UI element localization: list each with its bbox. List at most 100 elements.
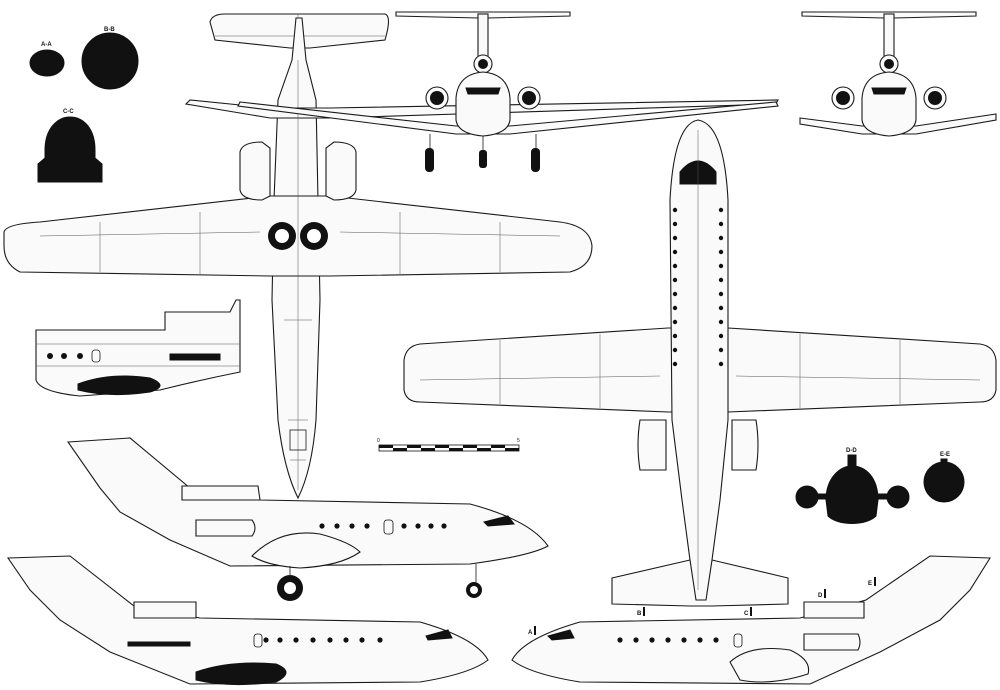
side-view-3-wing-root <box>729 647 810 683</box>
side-view-1-window <box>334 523 340 529</box>
side-view-2-window <box>343 637 349 643</box>
top-view-window <box>672 235 678 241</box>
side-view-3-side-engine <box>803 633 861 651</box>
top-view-window <box>672 361 678 367</box>
top-view-window <box>672 333 678 339</box>
side-view-3: A B C D E <box>511 555 991 685</box>
section-e-e-shape <box>923 461 965 503</box>
scale-bar-check <box>463 445 477 448</box>
scale-bar: 0 5 <box>377 438 520 452</box>
side-view-3-center-engine <box>803 601 865 619</box>
top-view-nacelle-left <box>637 419 667 471</box>
station-marker-d-tick <box>824 589 826 598</box>
top-view-window <box>718 305 724 311</box>
scale-bar-check <box>491 445 505 448</box>
side-view-3-windshield <box>547 629 575 641</box>
top-view-window <box>672 305 678 311</box>
top-view-window <box>718 333 724 339</box>
top-view-windows <box>672 207 724 367</box>
scale-bar-end: 5 <box>517 438 520 444</box>
top-view-window <box>718 361 724 367</box>
side-view-2-window <box>263 637 269 643</box>
plan-view-fuselage-detail <box>284 60 312 490</box>
section-a-a: A-A <box>29 42 65 77</box>
side-view-1-window <box>349 523 355 529</box>
scale-bar-check <box>477 448 491 451</box>
partial-side-window <box>61 353 67 359</box>
front-view-1-gear-right <box>531 148 540 172</box>
top-view-window <box>718 221 724 227</box>
top-view-window <box>718 319 724 325</box>
side-view-1 <box>66 437 549 601</box>
top-view-window <box>718 207 724 213</box>
side-view-2 <box>6 555 489 686</box>
front-view-2-windshield <box>871 87 907 95</box>
top-view-window <box>718 277 724 283</box>
front-view-2-fuselage <box>861 71 917 137</box>
section-c-c: C-C <box>37 109 103 183</box>
side-view-2-window <box>359 637 365 643</box>
partial-side-fuselage <box>35 299 241 397</box>
scale-bar-check <box>407 445 421 448</box>
scale-bar-checks <box>379 445 519 451</box>
side-view-3-window <box>665 637 671 643</box>
front-view-1 <box>237 11 779 172</box>
side-view-3-window <box>713 637 719 643</box>
front-view-2-intake-right <box>928 91 942 105</box>
section-a-a-shape <box>29 49 65 77</box>
top-view-window <box>672 291 678 297</box>
station-marker-b-tick <box>643 607 645 616</box>
side-view-2-strake <box>127 641 191 647</box>
station-marker-d: D <box>818 593 823 599</box>
partial-side-window <box>47 353 53 359</box>
side-view-1-side-engine <box>195 519 256 537</box>
front-view-1-center-intake <box>478 59 488 69</box>
side-view-3-window <box>681 637 687 643</box>
plan-view-nacelle-left <box>239 141 271 201</box>
side-view-1-gear-legs <box>289 564 477 582</box>
side-view-1-wing-root <box>251 532 361 569</box>
station-marker-e-tick <box>874 577 876 586</box>
section-c-c-shape <box>37 116 103 183</box>
side-view-1-window <box>428 523 434 529</box>
top-view-window <box>672 347 678 353</box>
plan-view-hub-left <box>275 229 289 243</box>
front-view-2-intake-left <box>836 91 850 105</box>
plan-view-nose-gear-bay <box>289 429 307 451</box>
side-view-3-window <box>617 637 623 643</box>
top-view-window <box>672 249 678 255</box>
front-view-2 <box>799 11 997 137</box>
side-view-2-window <box>377 637 383 643</box>
side-view-3-window <box>649 637 655 643</box>
scale-bar-check <box>505 448 519 451</box>
plan-view-wing-panels <box>39 212 561 274</box>
side-view-1-window <box>415 523 421 529</box>
section-d-d: D-D <box>795 448 910 524</box>
side-view-3-window <box>697 637 703 643</box>
section-d-d-engine-left <box>795 485 819 509</box>
section-a-a-label: A-A <box>41 42 52 48</box>
side-view-1-nose-hub <box>470 586 478 594</box>
side-view-1-window <box>319 523 325 529</box>
top-view-nacelle-right <box>731 419 759 471</box>
side-view-2-door <box>253 633 263 648</box>
top-view-window <box>718 249 724 255</box>
partial-side-windows <box>47 349 101 363</box>
side-view-2-window <box>327 637 333 643</box>
front-view-1-fin <box>477 13 489 59</box>
side-view-1-center-engine <box>181 485 261 501</box>
section-c-c-label: C-C <box>63 109 74 115</box>
station-marker-b: B <box>637 611 642 617</box>
scale-bar-check <box>435 445 449 448</box>
section-d-d-engine-right <box>886 485 910 509</box>
top-view-window <box>672 319 678 325</box>
station-marker-a: A <box>528 630 533 636</box>
side-view-1-fuselage <box>66 437 549 567</box>
front-view-1-intake-left <box>430 91 444 105</box>
side-view-2-center-engine <box>133 601 197 619</box>
section-e-e-label: E-E <box>940 452 950 458</box>
scale-bar-check <box>449 448 463 451</box>
side-view-3-door <box>733 633 743 648</box>
side-view-2-window <box>277 637 283 643</box>
